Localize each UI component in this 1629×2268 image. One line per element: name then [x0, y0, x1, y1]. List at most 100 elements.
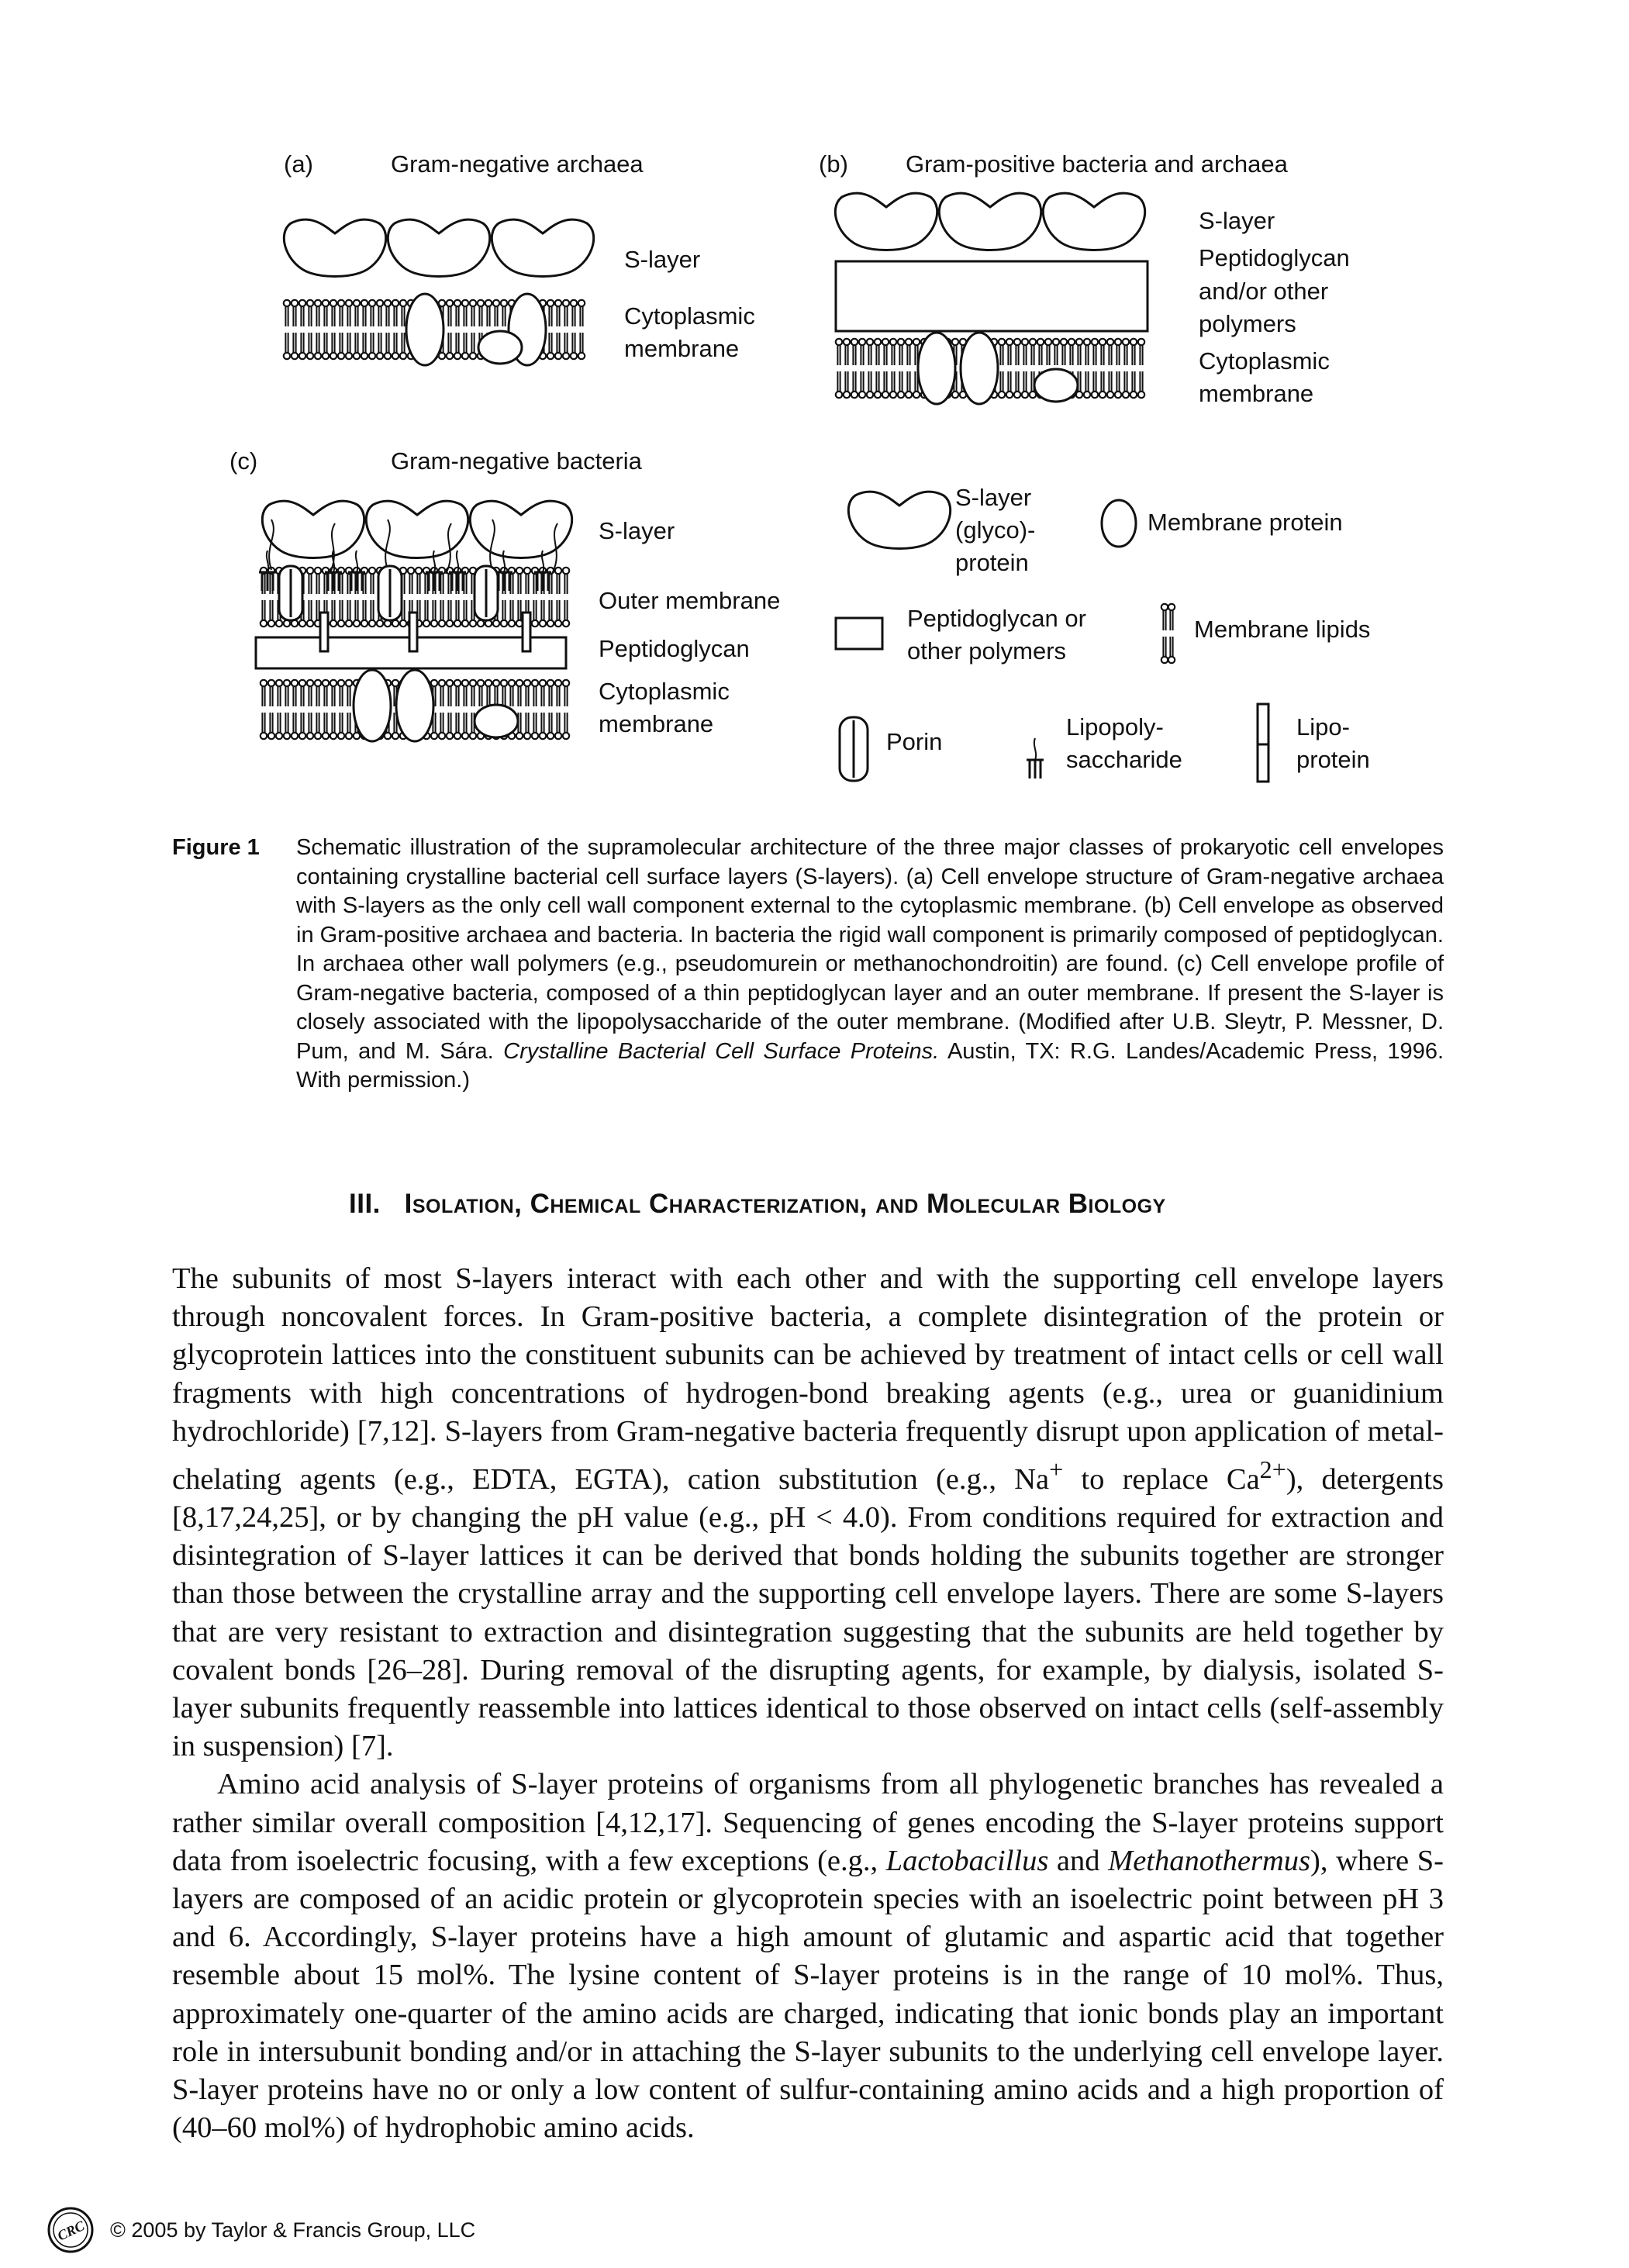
panel-c: (c) Gram-negative bacteria [230, 447, 780, 743]
membrane-lipid [274, 678, 284, 740]
membrane-lipid [298, 678, 307, 740]
membrane-lipid [368, 566, 377, 628]
genus-lactobacillus: Lactobacillus [885, 1844, 1049, 1877]
membrane-lipid [259, 678, 268, 740]
membrane-lipid [313, 299, 323, 361]
membrane-lipid [858, 337, 867, 399]
crc-logo: CRC [47, 2207, 94, 2253]
membrane-lipid [305, 566, 315, 628]
legend-lipoprotein-line1: Lipo- [1296, 713, 1350, 740]
figure-caption: Figure 1 Schematic illustration of the s… [172, 834, 1444, 1096]
panel-a-letter: (a) [284, 150, 313, 178]
membrane-lipid [329, 299, 338, 361]
membrane-lipid [1137, 337, 1146, 399]
panel-b-label-cytoplasmic: Cytoplasmic [1199, 347, 1330, 375]
membrane-lipid [1121, 337, 1130, 399]
membrane-lipid [468, 678, 478, 740]
membrane-lipid [368, 299, 377, 361]
membrane-lipid [561, 566, 571, 628]
membrane-lipid [1129, 337, 1138, 399]
membrane-lipid [1020, 337, 1030, 399]
section-heading: III. Isolation, Chemical Characterizatio… [349, 1189, 1166, 1220]
membrane-protein-b2 [959, 331, 999, 406]
paragraph-1-part2: to replace Ca [1063, 1462, 1260, 1496]
sup-calcium-charge: 2+ [1259, 1455, 1286, 1484]
membrane-lipid [896, 337, 906, 399]
legend: S-layer (glyco)- protein Membrane protei… [834, 484, 1370, 783]
page-footer: CRC © 2005 by Taylor & Francis Group, LL… [47, 2206, 475, 2254]
panel-c-label-peptidoglycan: Peptidoglycan [599, 635, 750, 662]
membrane-lipid [1082, 337, 1092, 399]
membrane-lipid [889, 337, 898, 399]
paragraph-2-part3: ), where S-layers are composed of an aci… [172, 1844, 1444, 2145]
membrane-lipid [569, 299, 578, 361]
membrane-lipid [305, 299, 315, 361]
panel-a-slayer-units [282, 218, 595, 278]
legend-lps-icon [1025, 737, 1045, 780]
caption-text-end: Austin, TX: R.G. Landes/Academic Press, … [296, 1038, 1444, 1093]
membrane-lipid [904, 337, 913, 399]
membrane-protein-c1 [352, 668, 392, 743]
membrane-lipid [577, 299, 586, 361]
membrane-lipid [267, 678, 276, 740]
panel-b: (b) Gram-positive bacteria and archaea S… [819, 150, 1350, 407]
membrane-lipid [437, 678, 447, 740]
legend-slayer-icon [847, 490, 952, 550]
panel-a-label-cytoplasmic: Cytoplasmic [624, 302, 755, 330]
membrane-lipid [383, 299, 392, 361]
panel-b-label-polymers: polymers [1199, 310, 1296, 337]
membrane-lipid [468, 299, 478, 361]
membrane-lipid [344, 678, 354, 740]
legend-membrane-lipids: Membrane lipids [1194, 616, 1370, 643]
panel-a-label-slayer: S-layer [624, 246, 700, 273]
membrane-lipid [282, 678, 292, 740]
membrane-lipid [530, 678, 540, 740]
section-title: Isolation, Chemical Characterization, an… [404, 1189, 1166, 1219]
legend-membrane-lipids-icon [1160, 602, 1176, 665]
legend-lps-line1: Lipopoly- [1066, 713, 1164, 740]
membrane-lipid [1005, 337, 1014, 399]
panel-c-slayer-units [261, 499, 574, 559]
membrane-protein-c2 [395, 668, 435, 743]
membrane-lipid [453, 678, 462, 740]
membrane-lipid [282, 299, 292, 361]
membrane-lipid [1013, 337, 1022, 399]
membrane-lipid [546, 678, 555, 740]
membrane-lipid [1098, 337, 1107, 399]
panel-b-label-peptidoglycan: Peptidoglycan [1199, 244, 1350, 271]
membrane-lipid [561, 678, 571, 740]
membrane-lipid [561, 299, 571, 361]
membrane-lipid [391, 299, 400, 361]
panel-c-title: Gram-negative bacteria [391, 447, 643, 475]
membrane-lipid [360, 299, 369, 361]
membrane-lipid [313, 678, 323, 740]
membrane-protein-a1 [405, 292, 445, 367]
caption-citation-title: Crystalline Bacterial Cell Surface Prote… [503, 1038, 940, 1064]
panel-c-letter: (c) [230, 447, 257, 475]
paragraph-2-part2: and [1048, 1844, 1109, 1877]
legend-lipoprotein-icon [1256, 702, 1270, 783]
membrane-lipid [290, 678, 299, 740]
caption-text: Schematic illustration of the supramolec… [296, 834, 1444, 1096]
membrane-lipid [298, 299, 307, 361]
membrane-protein-c3 [473, 703, 519, 739]
membrane-lipid [344, 299, 354, 361]
membrane-protein-b3 [1033, 368, 1079, 403]
legend-slayer-line2: (glyco)- [955, 516, 1035, 544]
paragraph-1-part1: The subunits of most S-layers interact w… [172, 1262, 1444, 1496]
membrane-lipid [842, 337, 851, 399]
figure-cell-envelopes: (a) Gram-negative archaea S-layer Cytopl… [230, 150, 1370, 783]
panel-c-label-cytoplasmic: Cytoplasmic [599, 678, 730, 705]
membrane-lipid [290, 299, 299, 361]
membrane-lipid [554, 678, 563, 740]
panel-c-lipoprotein-anchors [319, 611, 532, 653]
panel-c-label-outer-membrane: Outer membrane [599, 587, 780, 614]
panel-c-label-slayer: S-layer [599, 517, 675, 544]
legend-membrane-protein: Membrane protein [1148, 509, 1343, 536]
membrane-lipid [461, 678, 470, 740]
membrane-lipid [554, 299, 563, 361]
membrane-lipid [865, 337, 875, 399]
membrane-lipid [445, 678, 454, 740]
membrane-lipid [538, 678, 547, 740]
